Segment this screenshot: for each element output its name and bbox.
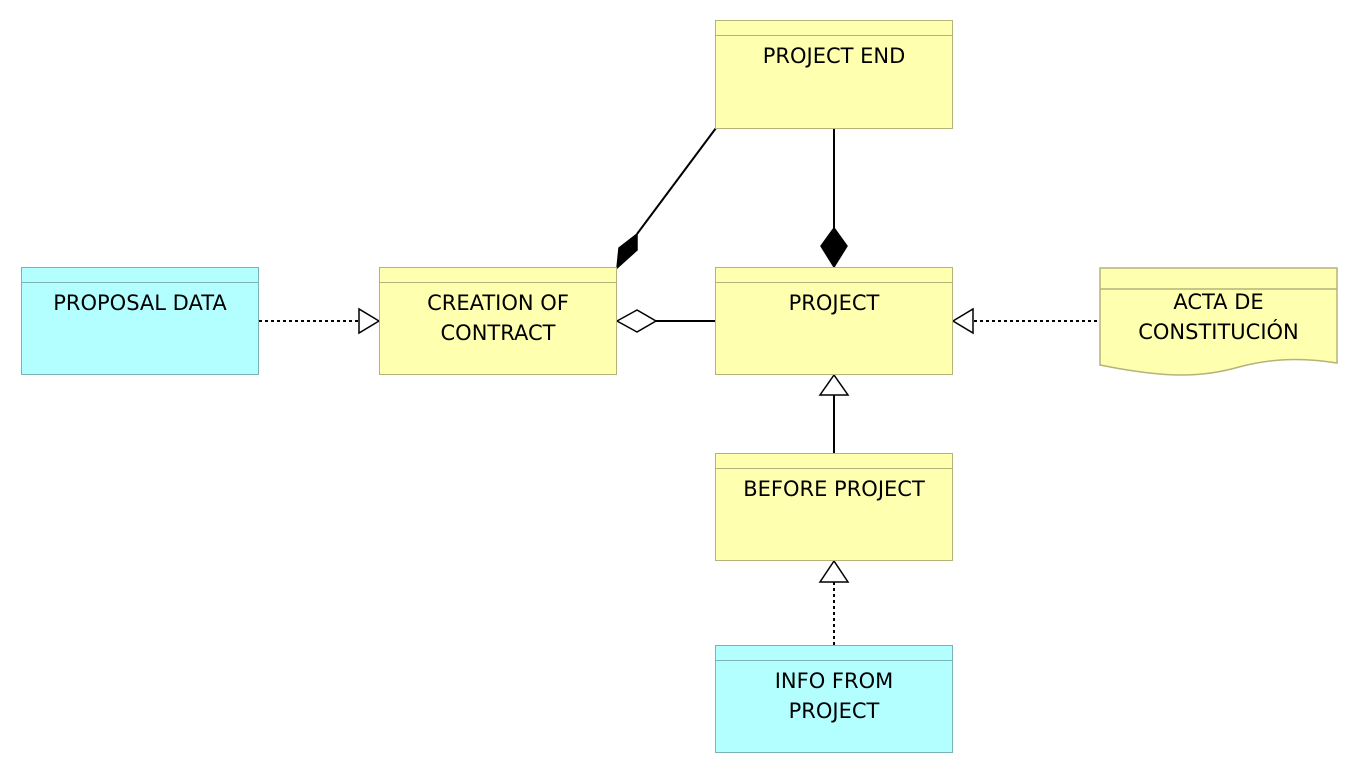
node-header-band	[380, 268, 616, 283]
hollow-arrowhead-icon	[818, 373, 850, 396]
node-creation-of-contract[interactable]: CREATION OF CONTRACT	[379, 267, 617, 375]
hollow-arrowhead-icon	[951, 307, 974, 335]
node-label: BEFORE PROJECT	[743, 477, 925, 501]
node-header-band	[716, 646, 952, 661]
node-label: PROJECT END	[762, 44, 906, 68]
node-label: ACTA DE CONSTITUCIÓN	[1138, 290, 1299, 344]
node-label: PROJECT	[788, 291, 880, 315]
node-header-band	[716, 454, 952, 469]
node-proposal-data[interactable]: PROPOSAL DATA	[21, 267, 259, 375]
node-acta-de-constitucion[interactable]: ACTA DE CONSTITUCIÓN	[1099, 267, 1338, 377]
node-before-project[interactable]: BEFORE PROJECT	[715, 453, 953, 561]
composition-diamond-icon	[820, 226, 848, 269]
edge-project-to-creation-of-contract	[615, 309, 716, 333]
edge-project-end-to-creation-of-contract	[616, 127, 717, 270]
edge-before-project-to-project	[818, 373, 850, 453]
hollow-arrowhead-icon	[358, 307, 381, 335]
edge-proposal-data-to-creation-of-contract	[259, 307, 381, 335]
composition-diamond-icon	[616, 232, 638, 270]
node-header-band	[716, 21, 952, 36]
node-project-end[interactable]: PROJECT END	[715, 20, 953, 129]
edge-project-end-to-project	[820, 128, 848, 269]
aggregation-diamond-icon	[615, 309, 658, 333]
node-label: PROPOSAL DATA	[53, 291, 227, 315]
node-info-from-project[interactable]: INFO FROM PROJECT	[715, 645, 953, 753]
edge-info-from-project-to-before-project	[818, 559, 850, 645]
edge-acta-to-project	[951, 307, 1099, 335]
node-label: INFO FROM PROJECT	[774, 669, 894, 723]
hollow-arrowhead-icon	[818, 559, 850, 583]
node-label: CREATION OF CONTRACT	[427, 291, 569, 345]
document-shape	[1099, 267, 1338, 376]
node-header-band	[716, 268, 952, 283]
node-header-band	[22, 268, 258, 283]
node-project[interactable]: PROJECT	[715, 267, 953, 375]
